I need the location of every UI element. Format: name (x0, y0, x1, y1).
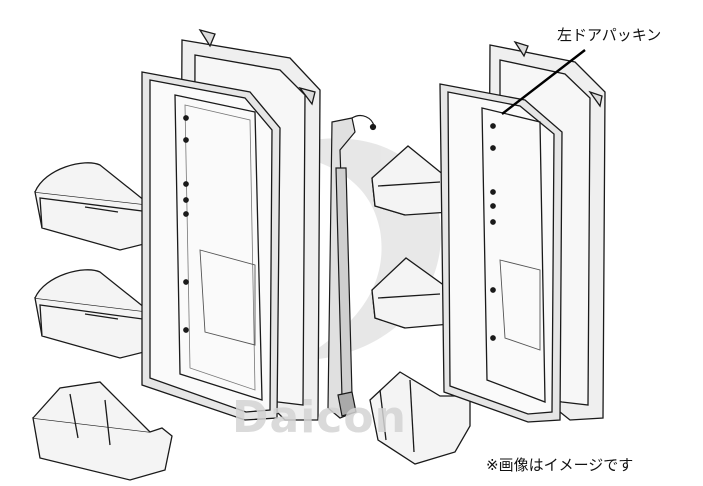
right-door-bin-middle (371, 257, 464, 329)
watermark-text: Daicon (232, 392, 407, 443)
center-hinge-rail (327, 114, 377, 419)
part-callout-label: 左ドアパッキン (557, 26, 662, 44)
right-door-bin-bottom (369, 371, 471, 465)
left-door-bin-middle (34, 269, 169, 359)
right-door-bin-top (371, 145, 464, 216)
callout-leader-line (501, 49, 586, 115)
image-note: ※画像はイメージです (486, 456, 634, 474)
left-door-bin-bottom (32, 381, 173, 481)
left-door-packing (439, 83, 563, 423)
left-door-gasket (141, 71, 281, 421)
left-door-bin-top (34, 162, 169, 251)
